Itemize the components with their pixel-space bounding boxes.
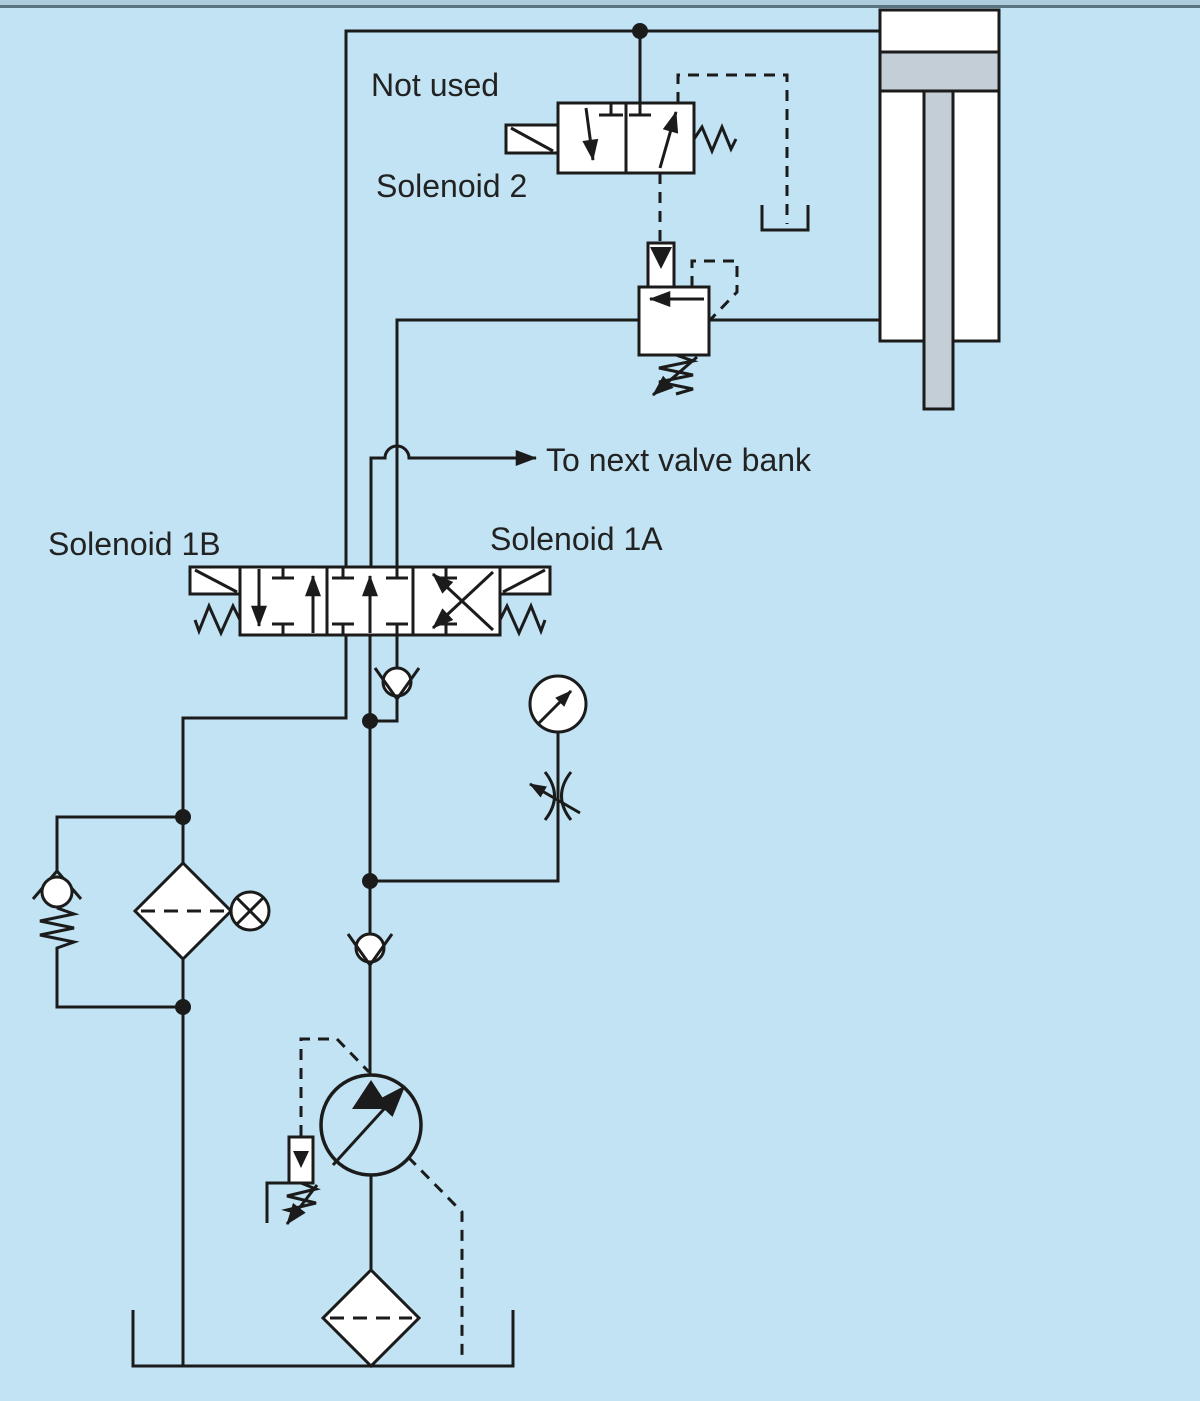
label-solenoid-2: Solenoid 2 bbox=[376, 168, 527, 204]
blocked-port bbox=[386, 622, 408, 635]
solenoid-2-pilot-valve bbox=[504, 101, 738, 175]
adjust-arrow bbox=[529, 782, 581, 815]
bypass-spring bbox=[39, 906, 80, 953]
solenoid-slash bbox=[502, 568, 546, 594]
flow-path-arrow bbox=[658, 110, 679, 169]
pilot-drain-line bbox=[676, 73, 789, 224]
compensator-spring bbox=[281, 1181, 321, 1216]
cylinder-rod bbox=[922, 89, 955, 411]
junction-dot bbox=[175, 809, 191, 825]
check-ball bbox=[40, 875, 74, 909]
gauge-needle bbox=[537, 689, 573, 725]
check-seat bbox=[373, 667, 421, 700]
label-solenoid-1a: Solenoid 1A bbox=[490, 521, 663, 557]
blocked-port bbox=[599, 103, 623, 117]
label-solenoid-1b: Solenoid 1B bbox=[48, 526, 221, 562]
variable-displacement-pump bbox=[319, 1073, 423, 1177]
spring-adjust-arrow bbox=[652, 355, 698, 397]
throttle-arc bbox=[543, 771, 556, 821]
pump-outlet-triangle bbox=[352, 1080, 390, 1109]
check-ball bbox=[354, 932, 386, 964]
blocked-port bbox=[272, 622, 294, 635]
centering-spring-right bbox=[498, 602, 547, 637]
pipe-to-next-valve-bank bbox=[369, 444, 538, 567]
flow-path-arrow bbox=[582, 107, 599, 162]
pressure-compensator bbox=[265, 1135, 321, 1225]
check-ball bbox=[381, 666, 413, 698]
blocked-port bbox=[435, 567, 457, 580]
filter-bypass-check-valve bbox=[31, 870, 83, 953]
pipe-bypass-lower bbox=[55, 953, 183, 1009]
pilot-drain-reservoir bbox=[760, 205, 810, 232]
adjustable-flow-control bbox=[529, 771, 581, 821]
pipe-load-check-branch bbox=[370, 635, 399, 723]
junction-dot bbox=[362, 873, 378, 889]
throttle-arc bbox=[560, 771, 573, 821]
hydraulic-cylinder bbox=[878, 8, 1001, 411]
solenoid-slash bbox=[194, 568, 238, 594]
label-to-next-valve-bank: To next valve bank bbox=[546, 442, 812, 478]
counterbalance-internal-pilot bbox=[690, 259, 739, 321]
pipe-gauge-branch bbox=[370, 733, 560, 883]
compensator-bracket bbox=[265, 1181, 289, 1223]
pipes-solid bbox=[55, 29, 880, 1366]
labels: Not used Solenoid 2 To next valve bank S… bbox=[48, 67, 812, 562]
return-spring bbox=[692, 123, 738, 155]
filter-diamond bbox=[132, 860, 234, 962]
blocked-port bbox=[332, 567, 354, 580]
label-not-used: Not used bbox=[371, 67, 499, 103]
variable-displacement-arrow bbox=[331, 1085, 406, 1167]
clogging-indicator-cross bbox=[235, 896, 265, 926]
pump-discharge-check-valve bbox=[346, 932, 394, 966]
blocked-port bbox=[272, 567, 294, 580]
return-filter bbox=[132, 860, 271, 962]
pressure-gauge bbox=[528, 674, 588, 734]
blocked-port bbox=[386, 567, 408, 580]
pump-case-drain-line bbox=[406, 1155, 464, 1359]
check-seat bbox=[346, 933, 394, 966]
junction-dots bbox=[175, 23, 648, 1015]
cylinder-piston bbox=[878, 50, 1001, 93]
blocked-port bbox=[435, 622, 457, 635]
pipe-counterbalance-to-port-b bbox=[395, 318, 639, 567]
suction-strainer bbox=[320, 1267, 422, 1369]
centering-spring-left bbox=[193, 602, 242, 637]
pipes-pilot-dashed bbox=[299, 73, 789, 1359]
position-dividers bbox=[325, 567, 415, 635]
compensator-arrowhead bbox=[293, 1151, 309, 1168]
pipe-bypass-upper bbox=[55, 815, 183, 872]
blocked-port bbox=[629, 103, 651, 117]
blocked-port bbox=[332, 622, 354, 635]
load-check-valve bbox=[373, 666, 421, 700]
counterbalance-valve bbox=[637, 241, 711, 397]
cross-flow-arrow bbox=[431, 570, 495, 630]
pump-circle bbox=[319, 1073, 423, 1177]
compensator-pilot-line bbox=[299, 1037, 371, 1136]
pipe-return-to-filter-tank bbox=[181, 635, 348, 1366]
reservoir bbox=[131, 1310, 515, 1368]
solenoid-slash bbox=[510, 126, 554, 153]
pipe-cylinder-top-to-port-a bbox=[344, 29, 880, 567]
spring-adjust-arrow bbox=[285, 1184, 319, 1225]
pilot-arrowhead bbox=[650, 247, 672, 269]
junction-dot bbox=[632, 23, 648, 39]
valve-body bbox=[637, 285, 711, 357]
directional-control-valve bbox=[188, 565, 552, 637]
strainer-diamond bbox=[320, 1267, 422, 1369]
valve-position-right bbox=[624, 101, 696, 175]
figure-top-border bbox=[0, 0, 1200, 8]
junction-dot bbox=[175, 999, 191, 1015]
junction-dot bbox=[362, 713, 378, 729]
